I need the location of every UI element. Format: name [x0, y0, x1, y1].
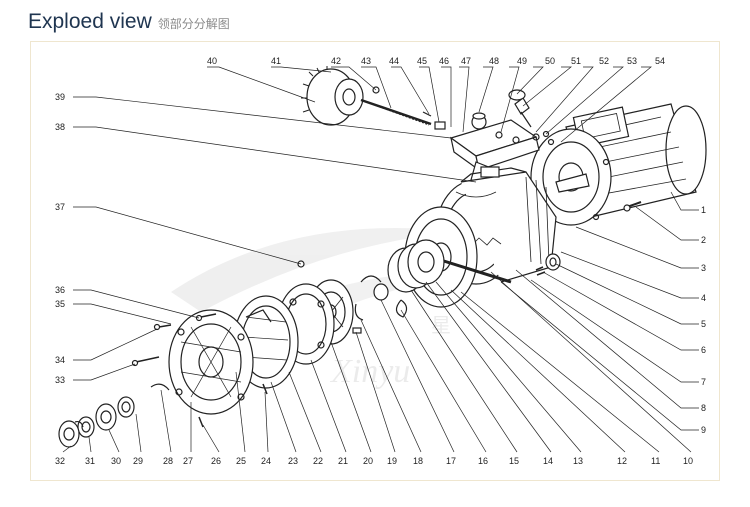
callout-51: 51 — [571, 56, 581, 66]
callout-33: 33 — [55, 375, 65, 385]
part-control-unit — [449, 89, 550, 187]
callout-15: 15 — [509, 456, 519, 466]
callout-20: 20 — [363, 456, 373, 466]
callout-21: 21 — [338, 456, 348, 466]
callout-41: 41 — [271, 56, 281, 66]
callout-52: 52 — [599, 56, 609, 66]
callout-35: 35 — [55, 299, 65, 309]
diagram-frame: Xinyu 星 — [30, 41, 720, 481]
callout-19: 19 — [387, 456, 397, 466]
callout-labels: 1 2 3 4 5 6 7 8 9 10 11 12 13 14 15 16 1… — [55, 56, 706, 466]
callout-53: 53 — [627, 56, 637, 66]
callout-28: 28 — [163, 456, 173, 466]
callout-8: 8 — [701, 403, 706, 413]
callout-43: 43 — [361, 56, 371, 66]
callout-7: 7 — [701, 377, 706, 387]
callout-10: 10 — [683, 456, 693, 466]
page-title: Exploed view — [28, 10, 152, 33]
callout-17: 17 — [446, 456, 456, 466]
header: Exploed view 领部分分解图 — [28, 10, 230, 38]
page-subtitle: 领部分分解图 — [157, 17, 230, 31]
callout-26: 26 — [211, 456, 221, 466]
callout-32: 32 — [55, 456, 65, 466]
callout-4: 4 — [701, 293, 706, 303]
callout-5: 5 — [701, 319, 706, 329]
callout-46: 46 — [439, 56, 449, 66]
watermark-text: Xinyu — [329, 353, 410, 390]
callout-16: 16 — [478, 456, 488, 466]
callout-45: 45 — [417, 56, 427, 66]
callout-48: 48 — [489, 56, 499, 66]
callout-34: 34 — [55, 355, 65, 365]
callout-1: 1 — [701, 205, 706, 215]
callout-24: 24 — [261, 456, 271, 466]
callout-49: 49 — [517, 56, 527, 66]
callout-3: 3 — [701, 263, 706, 273]
callout-40: 40 — [207, 56, 217, 66]
callout-38: 38 — [55, 122, 65, 132]
callout-30: 30 — [111, 456, 121, 466]
leader-lines — [62, 66, 699, 453]
callout-31: 31 — [85, 456, 95, 466]
callout-29: 29 — [133, 456, 143, 466]
callout-11: 11 — [651, 456, 660, 466]
callout-42: 42 — [331, 56, 341, 66]
callout-9: 9 — [701, 425, 706, 435]
callout-36: 36 — [55, 285, 65, 295]
callout-50: 50 — [545, 56, 555, 66]
callout-18: 18 — [413, 456, 423, 466]
callout-47: 47 — [461, 56, 471, 66]
callout-54: 54 — [655, 56, 665, 66]
callout-2: 2 — [701, 235, 706, 245]
callout-25: 25 — [236, 456, 246, 466]
callout-39: 39 — [55, 92, 65, 102]
parts — [58, 66, 707, 448]
exploded-view-diagram: Xinyu 星 — [55, 56, 707, 466]
callout-22: 22 — [313, 456, 323, 466]
callout-44: 44 — [389, 56, 399, 66]
callout-14: 14 — [543, 456, 553, 466]
callout-12: 12 — [617, 456, 627, 466]
callout-13: 13 — [573, 456, 583, 466]
callout-6: 6 — [701, 345, 706, 355]
part-handwheel — [301, 66, 446, 130]
watermark-cn: 星 — [431, 313, 451, 337]
callout-27: 27 — [183, 456, 193, 466]
callout-23: 23 — [288, 456, 298, 466]
callout-37: 37 — [55, 202, 65, 212]
